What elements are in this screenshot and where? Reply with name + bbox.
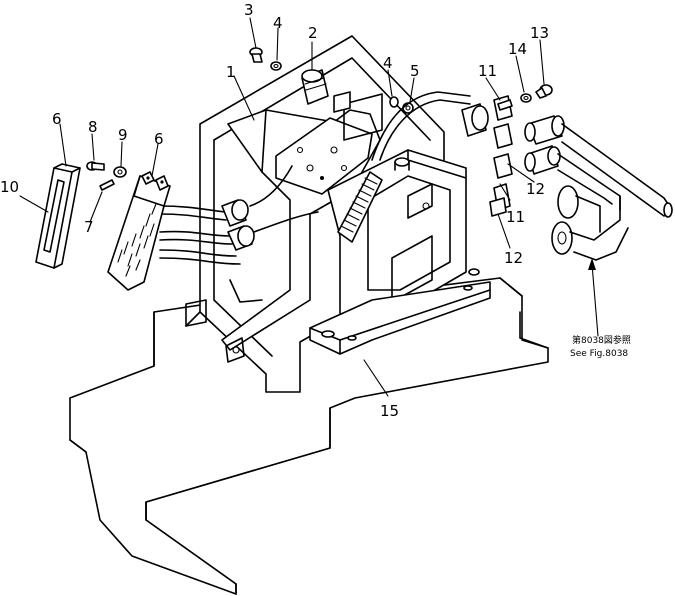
callout-8: 8 — [88, 118, 98, 136]
washer-4-right — [389, 96, 399, 108]
harness-left — [159, 165, 319, 265]
callout-15: 15 — [380, 402, 399, 420]
callout-4-right: 4 — [383, 54, 393, 72]
leader-lines — [19, 17, 599, 397]
cylinder-part-2 — [301, 69, 329, 105]
pin-7 — [99, 179, 115, 191]
callout-1: 1 — [226, 63, 236, 81]
callout-7: 7 — [84, 218, 94, 236]
connector-right-bottom — [551, 185, 629, 261]
callout-12-bottom: 12 — [504, 249, 523, 267]
hose-assembly — [371, 91, 513, 217]
bellows — [337, 171, 383, 243]
screw-3 — [249, 47, 263, 63]
callout-6-cover: 6 — [52, 110, 62, 128]
callout-12-top: 12 — [526, 180, 545, 198]
control-bracket — [221, 91, 383, 363]
figure-reference: 第8038図参照 See Fig.8038 — [570, 334, 631, 359]
washer-9 — [113, 166, 127, 178]
terminal-cover — [35, 163, 81, 269]
reference-english: See Fig.8038 — [570, 349, 628, 359]
callout-9: 9 — [118, 126, 128, 144]
callout-3: 3 — [244, 1, 254, 19]
connector-right-mid — [524, 145, 621, 211]
callout-2: 2 — [308, 24, 318, 42]
connector-right-top — [524, 115, 673, 218]
callout-11-top: 11 — [478, 62, 497, 80]
reference-japanese: 第8038図参照 — [572, 334, 631, 346]
washer-14 — [520, 93, 532, 103]
screw-13 — [535, 84, 553, 99]
screw-8 — [86, 161, 105, 171]
callout-5: 5 — [410, 62, 420, 80]
callout-6-strip: 6 — [154, 130, 164, 148]
callout-13: 13 — [530, 24, 549, 42]
terminal-strip — [107, 171, 171, 291]
callout-11-bottom: 11 — [506, 208, 525, 226]
callout-labels: 1 2 3 4 4 5 6 6 7 8 9 10 11 11 12 12 13 … — [0, 1, 549, 420]
washer-4-top — [270, 61, 282, 71]
callout-14: 14 — [508, 40, 527, 58]
callout-4-top: 4 — [273, 14, 283, 32]
callout-10: 10 — [0, 178, 19, 196]
